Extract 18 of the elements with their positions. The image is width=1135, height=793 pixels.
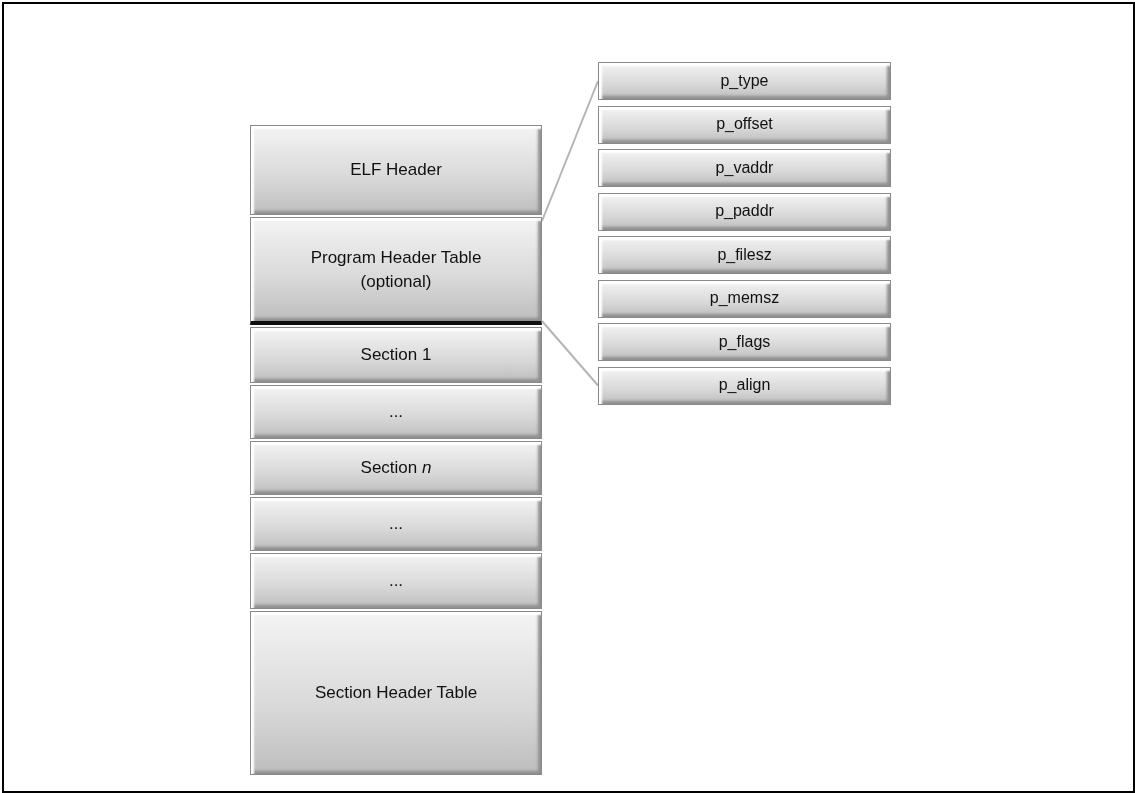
file-section-block: ELF Header (250, 125, 542, 215)
header-field-block: p_vaddr (598, 149, 891, 187)
header-field-block: p_memsz (598, 279, 891, 318)
file-section-block: ... (250, 497, 542, 551)
header-field-block: p_filesz (598, 236, 891, 274)
expansion-line (541, 80, 599, 222)
header-field-block: p_offset (598, 105, 891, 144)
file-section-block: Section n (250, 441, 542, 495)
header-field-block: p_align (598, 366, 891, 405)
header-field-block: p_type (598, 62, 891, 100)
file-section-block: Program Header Table (optional) (250, 217, 542, 325)
file-section-block: ... (250, 385, 542, 439)
expansion-line (541, 320, 599, 387)
file-section-block: Section 1 (250, 327, 542, 383)
file-section-block: ... (250, 553, 542, 609)
file-section-block: Section Header Table (250, 611, 542, 775)
header-field-block: p_paddr (598, 192, 891, 231)
header-field-block: p_flags (598, 323, 891, 361)
